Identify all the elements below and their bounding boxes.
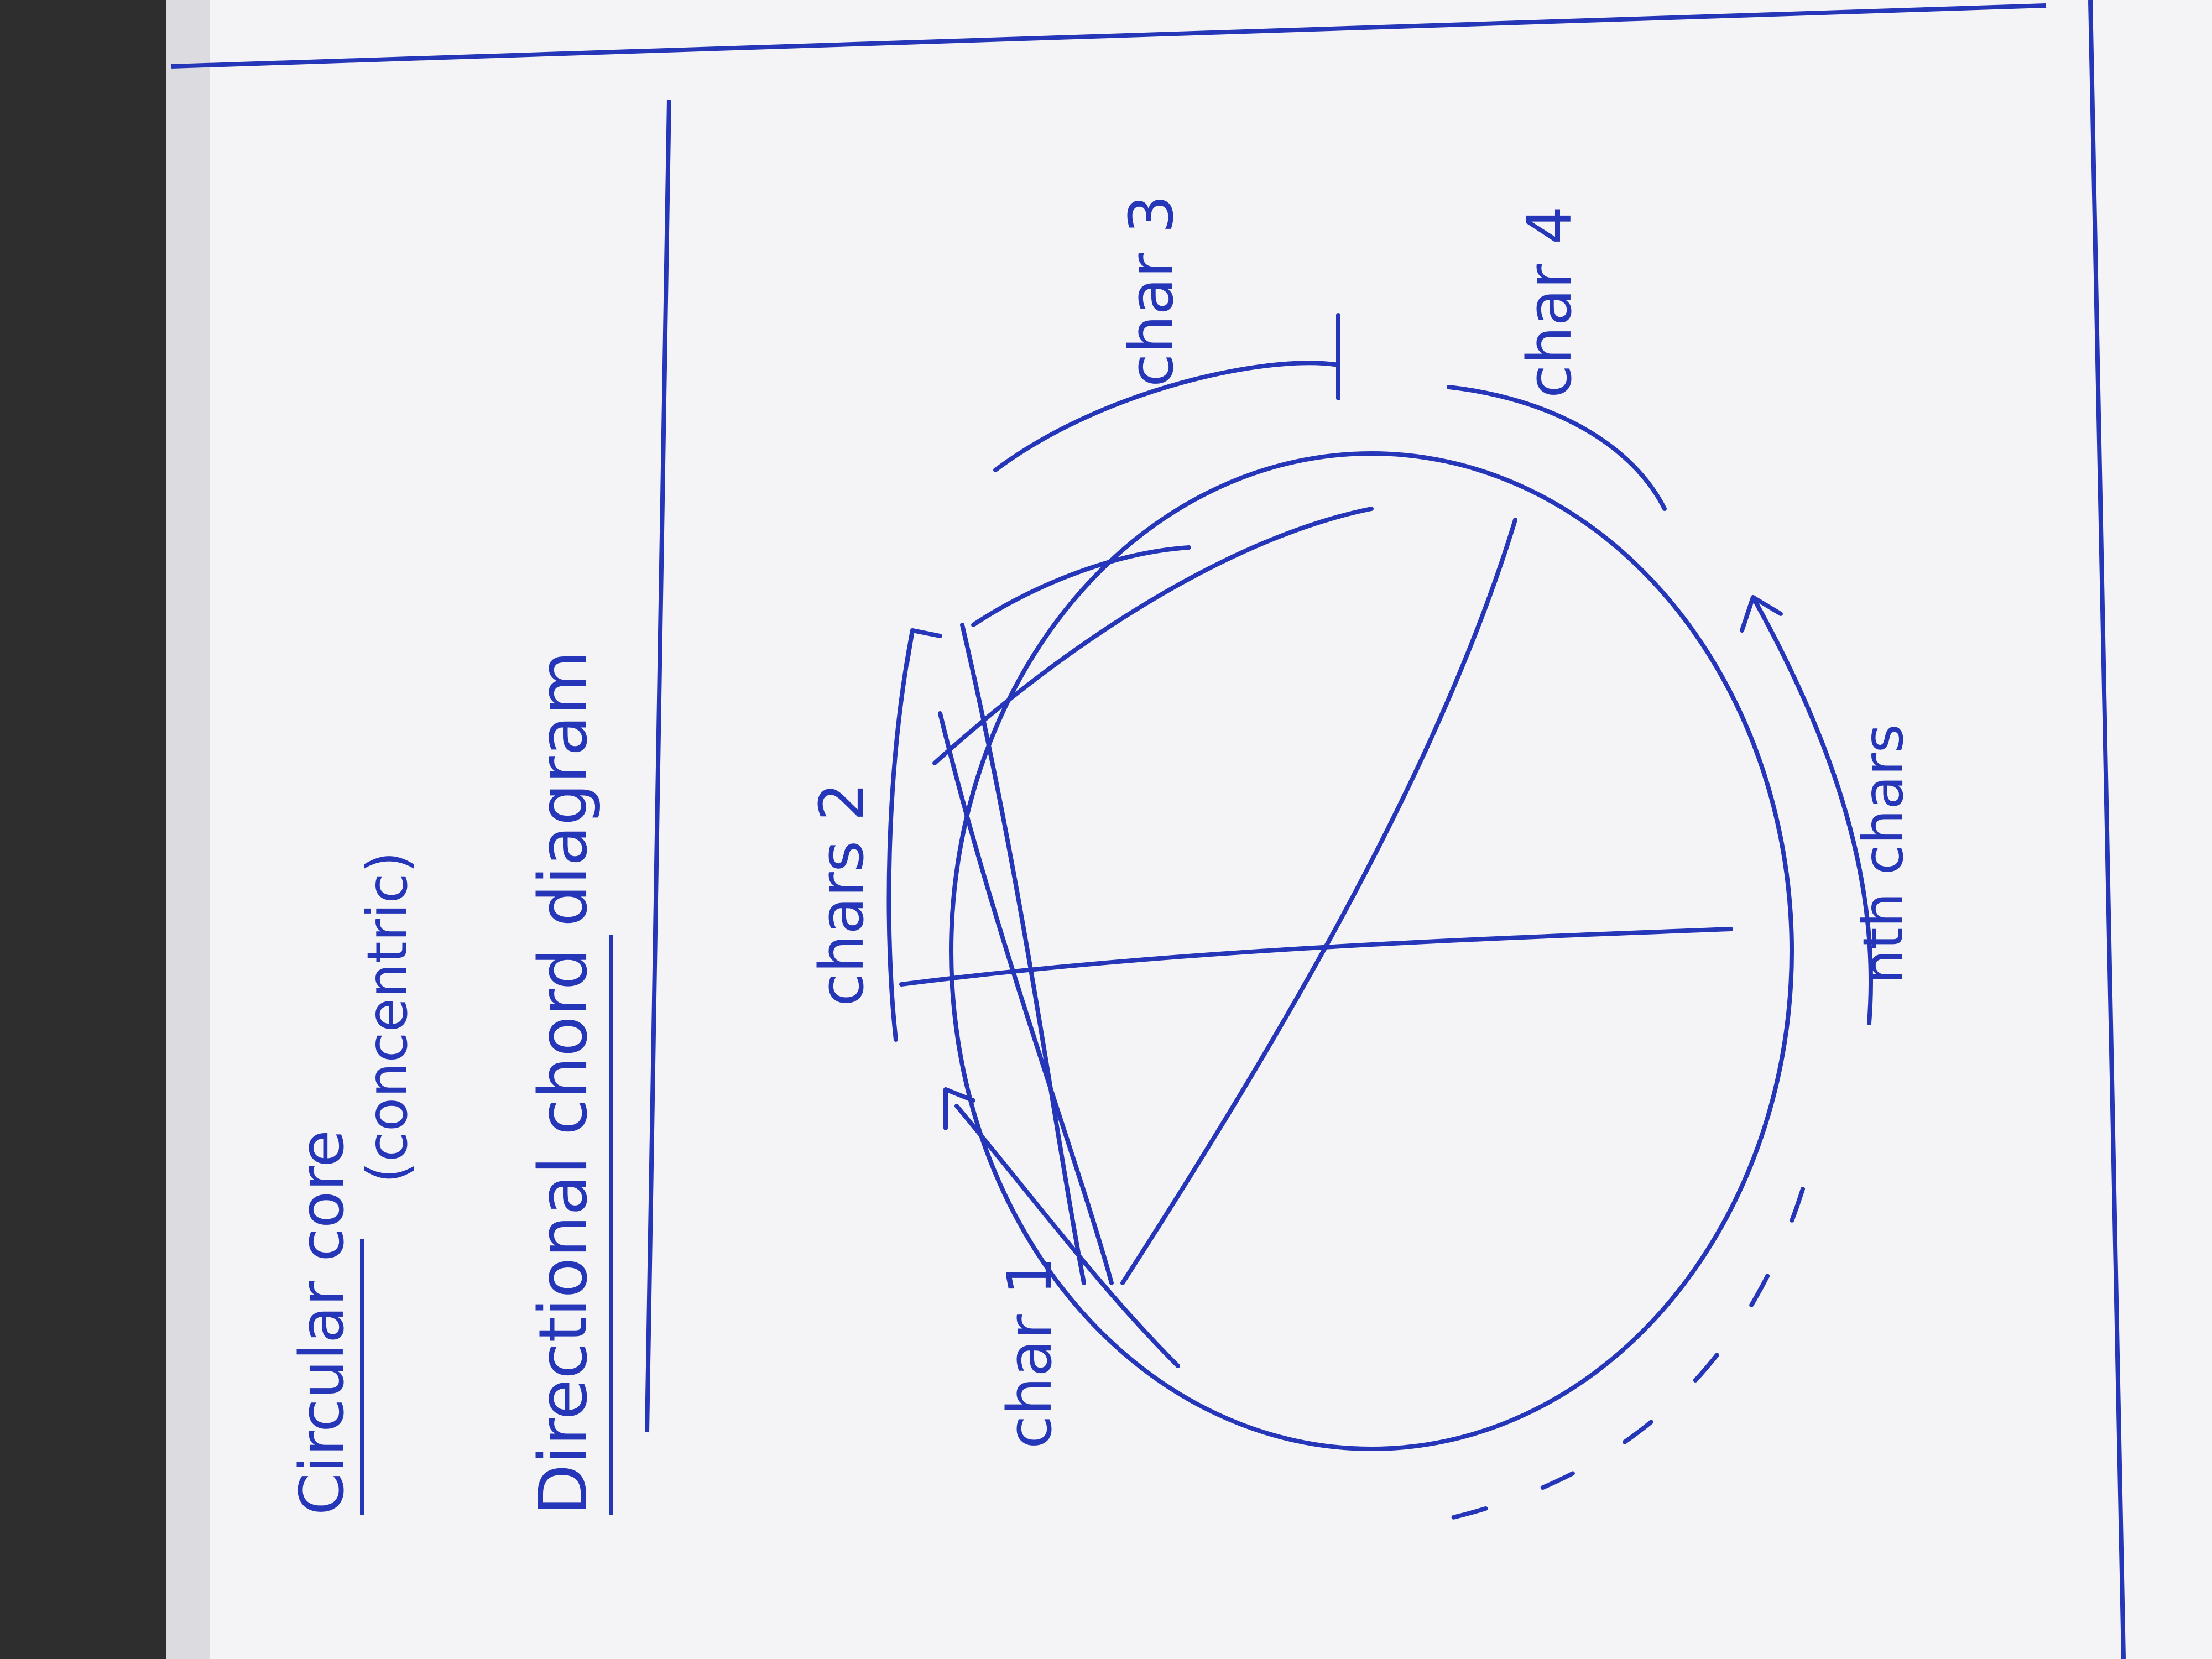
chord-line-6 xyxy=(971,545,1191,627)
chord-line-5 xyxy=(932,507,1374,765)
nth-chars-arrow xyxy=(1740,595,1783,633)
separator-line xyxy=(645,99,671,1433)
char4-arc xyxy=(1447,385,1667,511)
paper-right-rule xyxy=(2088,0,2126,1659)
char3-arc xyxy=(993,361,1340,472)
label-chars2: chars 2 xyxy=(806,782,877,1006)
chars2-arc xyxy=(886,628,915,1042)
chars2-arrow xyxy=(905,628,942,666)
rotated-notes: Circular core (concentric) Directional c… xyxy=(286,99,671,1515)
chord-line-1 xyxy=(899,927,1733,987)
label-nth-chars: nth chars xyxy=(1851,724,1916,984)
chord-labels: char 1 chars 2 char 3 char 4 nth chars xyxy=(806,195,1916,1449)
chord-circle xyxy=(949,451,1794,1451)
chord-diagram xyxy=(886,313,1874,1528)
nth-chars-arc xyxy=(1751,595,1874,1025)
paper-top-rule xyxy=(171,3,2047,69)
note-title-directional-chord: Directional chord diagram xyxy=(525,651,602,1515)
label-char4: char 4 xyxy=(1514,206,1585,398)
char1-arrow xyxy=(943,1087,975,1130)
char1-arc xyxy=(954,1104,1180,1368)
note-title-concentric: (concentric) xyxy=(355,851,420,1183)
label-char3: char 3 xyxy=(1116,195,1187,387)
label-char1: char 1 xyxy=(994,1256,1065,1449)
note-title-circular-core: Circular core xyxy=(286,1130,357,1515)
paper-shadow xyxy=(166,0,210,1659)
chord-line-3 xyxy=(938,711,1114,1285)
paper-sheet xyxy=(166,0,2212,1659)
chord-line-4 xyxy=(1120,518,1517,1285)
chord-line-2 xyxy=(960,623,1086,1285)
